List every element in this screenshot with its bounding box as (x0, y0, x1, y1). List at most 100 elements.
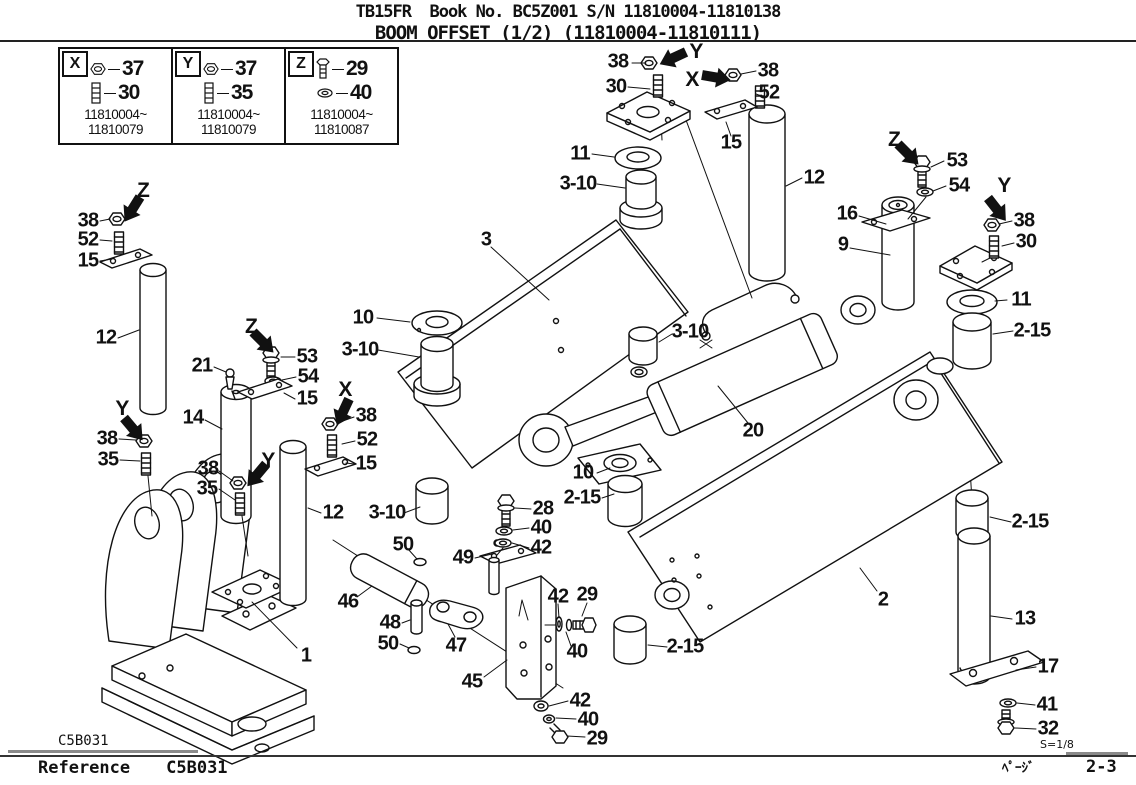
pin-9-drawing (861, 196, 931, 311)
legend-part-number: 29 (346, 57, 368, 80)
direction-marker-x: X (338, 378, 352, 401)
legend-serial-range: 11810004~11810079 (84, 106, 147, 138)
footer-divider-left (8, 750, 198, 753)
callout-label: 3-10 (341, 338, 380, 361)
callout-label: 9 (837, 233, 849, 256)
legend-serial-range: 11810004~11810087 (310, 106, 373, 138)
callout-label: 3-10 (559, 172, 598, 195)
legend-tag: Z (288, 51, 314, 77)
page-number: 2-3 (1086, 757, 1117, 777)
legend-tag: X (62, 51, 88, 77)
callout-label: 45 (461, 670, 483, 693)
callout-label: 29 (586, 727, 608, 750)
callout-label: 2-15 (666, 635, 705, 658)
callout-label: 15 (296, 387, 318, 410)
callout-label: 30 (605, 75, 627, 98)
callout-label: 38 (96, 427, 118, 450)
callout-label: 11 (1011, 288, 1031, 311)
pin-12-mid-drawing (279, 439, 307, 607)
callout-label: 54 (297, 365, 319, 388)
legend-part-number: 37 (235, 57, 257, 80)
callout-label: 35 (97, 448, 119, 471)
direction-marker-x: X (685, 68, 699, 91)
callout-label: 2 (877, 588, 889, 611)
callout-label: 40 (566, 640, 588, 663)
callout-label: 2-15 (563, 486, 602, 509)
callout-label: 46 (337, 590, 359, 613)
offset-cylinder-drawing (518, 282, 876, 467)
callout-label: 14 (182, 406, 204, 429)
direction-marker-z: Z (136, 179, 150, 202)
boom-3-drawing (397, 219, 689, 469)
callout-label: 38 (757, 59, 779, 82)
callout-label: 15 (77, 249, 99, 272)
callout-label: 54 (948, 174, 970, 197)
callout-label: 42 (569, 689, 591, 712)
callout-label: 12 (803, 166, 825, 189)
legend-serial-range: 11810004~11810079 (197, 106, 260, 138)
callout-label: 17 (1037, 655, 1059, 678)
nut-icon (203, 63, 219, 75)
callout-label: 41 (1036, 693, 1058, 716)
callout-label: 52 (758, 81, 780, 104)
legend-part-number: 40 (350, 81, 372, 104)
callout-label: 30 (1015, 230, 1037, 253)
callout-label: 48 (379, 611, 401, 634)
callout-label: 42 (547, 585, 569, 608)
pin-12-left-drawing (139, 262, 167, 416)
callout-label: 42 (530, 536, 552, 559)
callout-label: 50 (392, 533, 414, 556)
callout-label: 3-10 (671, 320, 710, 343)
callout-label: 13 (1014, 607, 1036, 630)
direction-marker-y: Y (261, 449, 275, 472)
callout-label: 49 (452, 546, 474, 569)
swing-bracket-drawing (101, 453, 315, 765)
callout-label: 20 (742, 419, 764, 442)
callout-label: 10 (572, 461, 594, 484)
scale-note: S=1/8 (1040, 738, 1074, 751)
legend-part-number: 35 (231, 81, 253, 104)
callout-label: 50 (377, 632, 399, 655)
boom-2-drawing (627, 351, 1003, 643)
callout-label: 11 (570, 142, 590, 165)
callout-label: 52 (77, 228, 99, 251)
callout-label: 38 (1013, 209, 1035, 232)
bolt-icon (316, 58, 330, 79)
legend-box-x: X 37 30 11810004~11810079 (60, 49, 173, 143)
callout-label: 12 (95, 326, 117, 349)
nut-icon (90, 63, 106, 75)
legend-part-number: 37 (122, 57, 144, 80)
drawing-number: C5B031 (58, 733, 109, 749)
callout-label: 1 (300, 644, 312, 667)
callout-label: 38 (607, 50, 629, 73)
callout-label: 2-15 (1011, 510, 1050, 533)
linkage-parts-drawing (349, 539, 557, 700)
page-header: TB15FR Book No. BC5Z001 S/N 11810004-118… (0, 0, 1136, 44)
direction-marker-z: Z (887, 128, 901, 151)
legend-part-number: 30 (118, 81, 140, 104)
callout-label: 38 (197, 457, 219, 480)
callout-label: 38 (77, 209, 99, 232)
boom2-pivot-stacks (577, 245, 1013, 665)
callout-label: 53 (296, 345, 318, 368)
direction-marker-y: Y (997, 174, 1011, 197)
pin-12-right-drawing (748, 104, 786, 282)
callout-label: 35 (196, 477, 218, 500)
fasteners-drawing (99, 56, 1045, 744)
callout-label: 40 (530, 516, 552, 539)
callout-label: 2-15 (1013, 319, 1052, 342)
direction-marker-y: Y (115, 397, 129, 420)
callout-label: 29 (576, 583, 598, 606)
direction-marker-y: Y (689, 40, 703, 63)
legend-box-y: Y 37 35 11810004~11810079 (173, 49, 286, 143)
header-rule (0, 40, 1136, 42)
page-title: BOOM OFFSET (1/2) (11810004-11810111) (374, 22, 762, 44)
callout-label: 47 (445, 634, 467, 657)
page-word: ﾍﾟｰｼﾞ (1002, 761, 1035, 776)
callout-label: 40 (577, 708, 599, 731)
legend-box-z: Z 29 40 11810004~11810087 (286, 49, 397, 143)
